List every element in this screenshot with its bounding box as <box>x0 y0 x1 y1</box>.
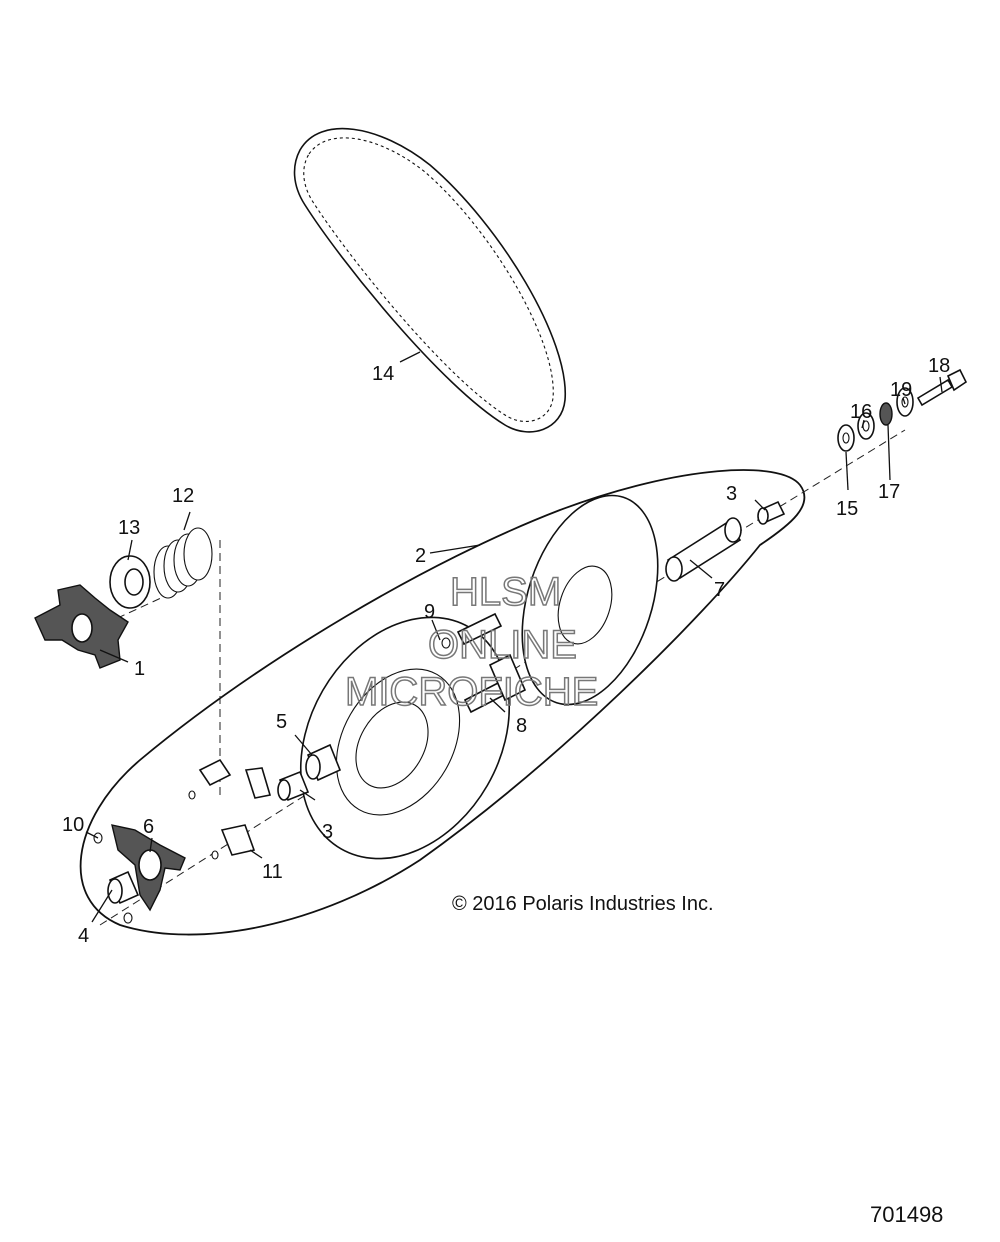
callout-9: 9 <box>424 601 435 623</box>
watermark-line-2: ONLINE <box>428 623 577 667</box>
compression-spring <box>153 527 213 599</box>
bushing-4 <box>107 870 140 905</box>
bushing-lower <box>277 770 310 802</box>
copyright-notice: © 2016 Polaris Industries Inc. <box>452 893 714 915</box>
spring-retainer <box>109 555 151 609</box>
roller-8 <box>463 653 527 714</box>
cam-spider <box>34 584 129 669</box>
callout-18: 18 <box>928 355 950 377</box>
roller-9 <box>441 612 503 649</box>
callout-11: 11 <box>262 861 283 883</box>
callout-2: 2 <box>415 545 426 567</box>
shoe-11b <box>244 767 272 799</box>
callout-5: 5 <box>276 711 287 733</box>
sheave-shaft <box>665 517 742 582</box>
callout-7: 7 <box>714 579 725 601</box>
watermark-line-3: MICROFICHE <box>345 670 598 714</box>
callout-15: 15 <box>836 498 858 520</box>
callout-14: 14 <box>372 363 394 385</box>
leader-lines <box>85 351 943 923</box>
assembly-outline <box>79 469 806 936</box>
washer-15 <box>837 424 855 452</box>
callout-8: 8 <box>516 715 527 737</box>
callout-3-upper: 3 <box>726 483 737 505</box>
callout-6: 6 <box>143 816 154 838</box>
callout-16: 16 <box>850 401 872 423</box>
washer-16 <box>857 412 875 440</box>
callout-19: 19 <box>890 379 912 401</box>
lock-washer-17 <box>879 402 893 426</box>
shoe-11c <box>211 824 256 860</box>
diagram-number: 701498 <box>870 1202 943 1227</box>
callout-3-lower: 3 <box>322 821 333 843</box>
bushing-upper <box>757 500 786 525</box>
watermark-line-1: HLSM <box>450 570 561 614</box>
bolt-18 <box>916 368 968 407</box>
shoe-11a <box>188 758 232 800</box>
callout-13: 13 <box>118 517 140 539</box>
fixed-sheave <box>521 494 659 706</box>
callout-17: 17 <box>878 481 900 503</box>
callout-10: 10 <box>62 814 84 836</box>
callout-4: 4 <box>78 925 89 947</box>
bushing-5 <box>305 743 342 782</box>
callout-1: 1 <box>134 658 145 680</box>
drive-belt <box>293 127 566 433</box>
callout-12: 12 <box>172 485 194 507</box>
